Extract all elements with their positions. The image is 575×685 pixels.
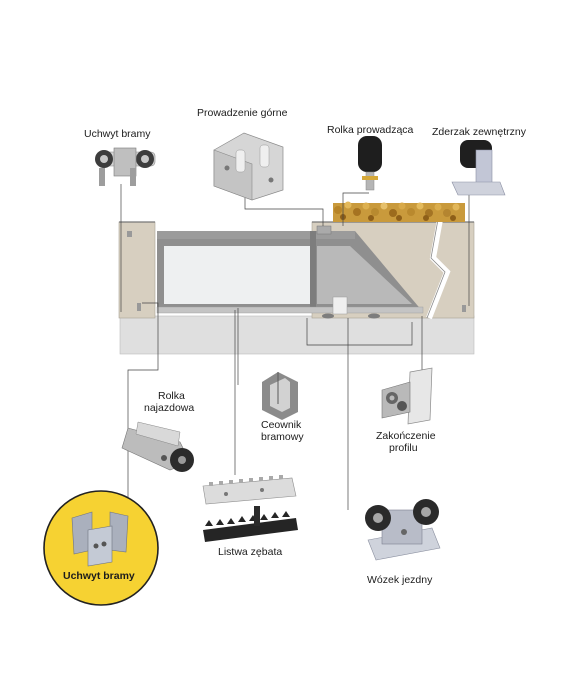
label-profile-end-2: profilu: [389, 442, 418, 454]
gate-holder-top-image: [95, 147, 156, 186]
gear-rack-image: [202, 475, 298, 542]
left-pillar: [118, 221, 156, 319]
profile-end-image: [381, 367, 433, 425]
top-guide-image: [213, 132, 284, 201]
label-gate-holder-top: Uchwyt bramy: [84, 128, 151, 140]
sliding-gate: [156, 231, 424, 319]
guide-roller-image: [358, 136, 382, 191]
entry-roller-image: [121, 421, 194, 472]
label-gate-holder-highlight: Uchwyt bramy: [63, 570, 135, 582]
label-entry-roller-1: Rolka: [158, 390, 185, 402]
label-channel-1: Ceownik: [261, 419, 302, 431]
label-channel-2: bramowy: [261, 431, 304, 443]
label-gear-rack: Listwa zębata: [218, 546, 283, 558]
label-guide-roller: Rolka prowadząca: [327, 124, 414, 136]
label-top-guide: Prowadzenie górne: [197, 107, 288, 119]
label-external-stop: Zderzak zewnętrzny: [432, 126, 526, 138]
wall-break: [426, 213, 451, 320]
ground-slab: [119, 315, 475, 355]
label-carriage: Wózek jezdny: [367, 574, 433, 586]
highlight-circle: [43, 490, 159, 606]
label-entry-roller-2: najazdowa: [144, 402, 195, 414]
channel-image: [262, 372, 298, 420]
external-stop-image: [451, 140, 506, 196]
gravel-texture: [333, 201, 465, 222]
carriage-image: [365, 499, 441, 561]
label-profile-end-1: Zakończenie: [376, 430, 436, 442]
